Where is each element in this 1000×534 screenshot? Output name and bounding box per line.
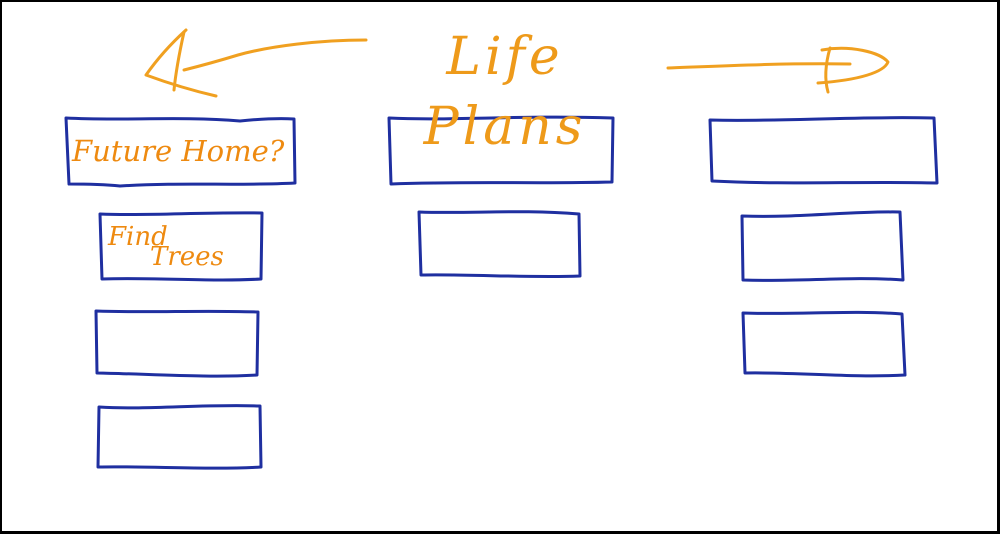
box-outline xyxy=(98,211,264,282)
find-trees-label-line2: Trees xyxy=(150,242,224,272)
empty-box-col3-2[interactable] xyxy=(742,212,903,282)
left-arrow-icon xyxy=(144,28,368,98)
box-outline xyxy=(708,116,939,185)
right-arrow-icon xyxy=(666,46,890,94)
diagram-title: Life Plans xyxy=(423,27,587,157)
empty-box-col2-1[interactable] xyxy=(389,118,613,184)
empty-box-col3-3[interactable] xyxy=(743,312,903,375)
future-home-label: Future Home? xyxy=(72,134,285,168)
box-outline xyxy=(741,310,907,378)
empty-box-col1-3[interactable] xyxy=(96,311,258,377)
box-outline xyxy=(740,210,905,282)
box-outline xyxy=(94,309,260,378)
empty-box-col3-1[interactable] xyxy=(710,118,936,184)
empty-box-col2-2[interactable] xyxy=(419,210,579,276)
box-outline xyxy=(64,116,297,188)
empty-box-col1-4[interactable] xyxy=(97,406,260,468)
box-outline xyxy=(96,404,263,470)
box-outline xyxy=(387,115,615,186)
box-outline xyxy=(417,210,582,279)
find-trees-label-line1: Find xyxy=(108,222,168,252)
